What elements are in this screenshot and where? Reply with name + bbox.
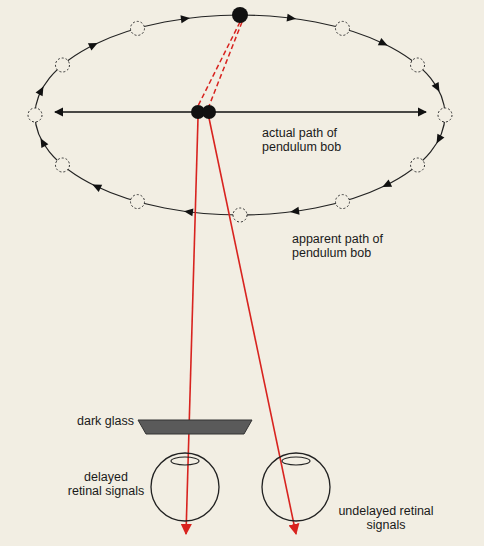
sight-line-dashed [198,22,240,106]
pendulum-bob [232,7,248,23]
apparent-bob [131,21,145,35]
actual-path-arrow [55,111,426,112]
label: apparent path of pendulum bob [292,232,402,260]
apparent-bob [411,158,425,172]
direction-arrow [36,85,47,97]
eye-lens [171,457,199,465]
label: delayed retinal signals [66,470,146,498]
direction-arrow [290,207,300,216]
label: undelayed retinal signals [336,504,436,532]
apparent-bob [336,195,350,209]
eye [151,453,219,521]
sight-line-left [186,118,198,534]
dark-glass [138,420,252,434]
label: dark glass [60,414,134,428]
apparent-path [35,15,445,215]
label: actual path of pendulum bob [262,126,372,154]
eye-lens [282,457,310,465]
apparent-bob [438,108,452,122]
sight-line-dashed [209,22,242,106]
eye [262,453,330,521]
direction-arrow [378,38,390,49]
direction-arrow [88,39,100,50]
direction-arrow [381,179,393,190]
apparent-bob [411,58,425,72]
direction-arrow [91,181,103,192]
apparent-bob [55,58,69,72]
direction-arrow [180,14,190,23]
apparent-positions [28,14,452,222]
pendulum-bob [202,105,216,119]
apparent-bob [55,158,69,172]
apparent-bob [131,195,145,209]
direction-arrow [432,82,443,94]
direction-arrow [433,134,444,146]
apparent-bob [28,108,42,122]
sight-line-right [209,118,296,534]
direction-arrow [37,136,48,148]
direction-arrow [183,207,193,216]
apparent-bob [336,21,350,35]
direction-arrow [287,14,297,23]
apparent-bob [233,208,247,222]
